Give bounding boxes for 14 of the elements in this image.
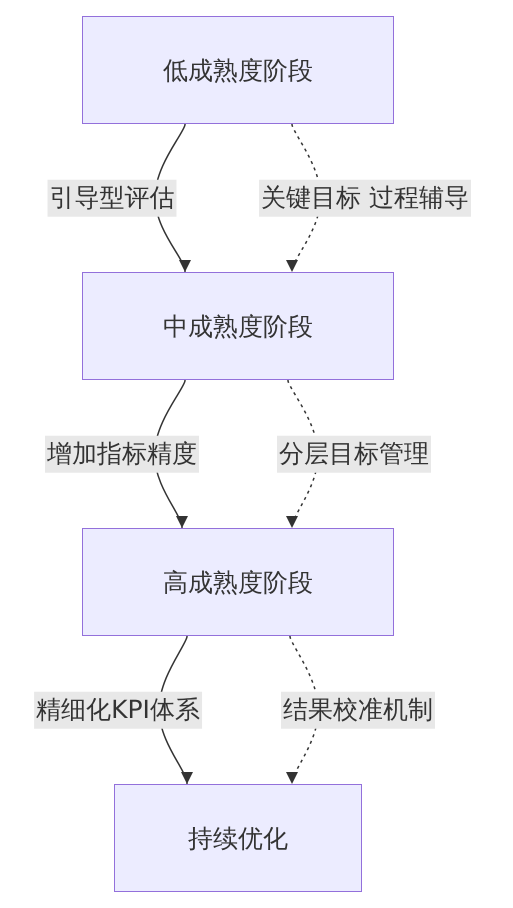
process-box	[114, 784, 362, 892]
edge-label: 引导型评估	[48, 180, 176, 216]
node-label: 中成熟度阶段	[163, 310, 313, 342]
edge-label: 结果校准机制	[281, 692, 435, 728]
edge-label: 增加指标精度	[45, 436, 199, 472]
edge-label: 精细化KPI体系	[34, 692, 202, 728]
process-box	[82, 272, 394, 380]
edge-label: 分层目标管理	[277, 436, 431, 472]
node-label: 高成熟度阶段	[163, 566, 313, 598]
process-box	[82, 528, 394, 636]
node-label: 低成熟度阶段	[163, 54, 313, 86]
node-label: 持续优化	[188, 822, 288, 854]
process-box	[82, 16, 394, 124]
edge-label: 关键目标 过程辅导	[259, 180, 471, 216]
